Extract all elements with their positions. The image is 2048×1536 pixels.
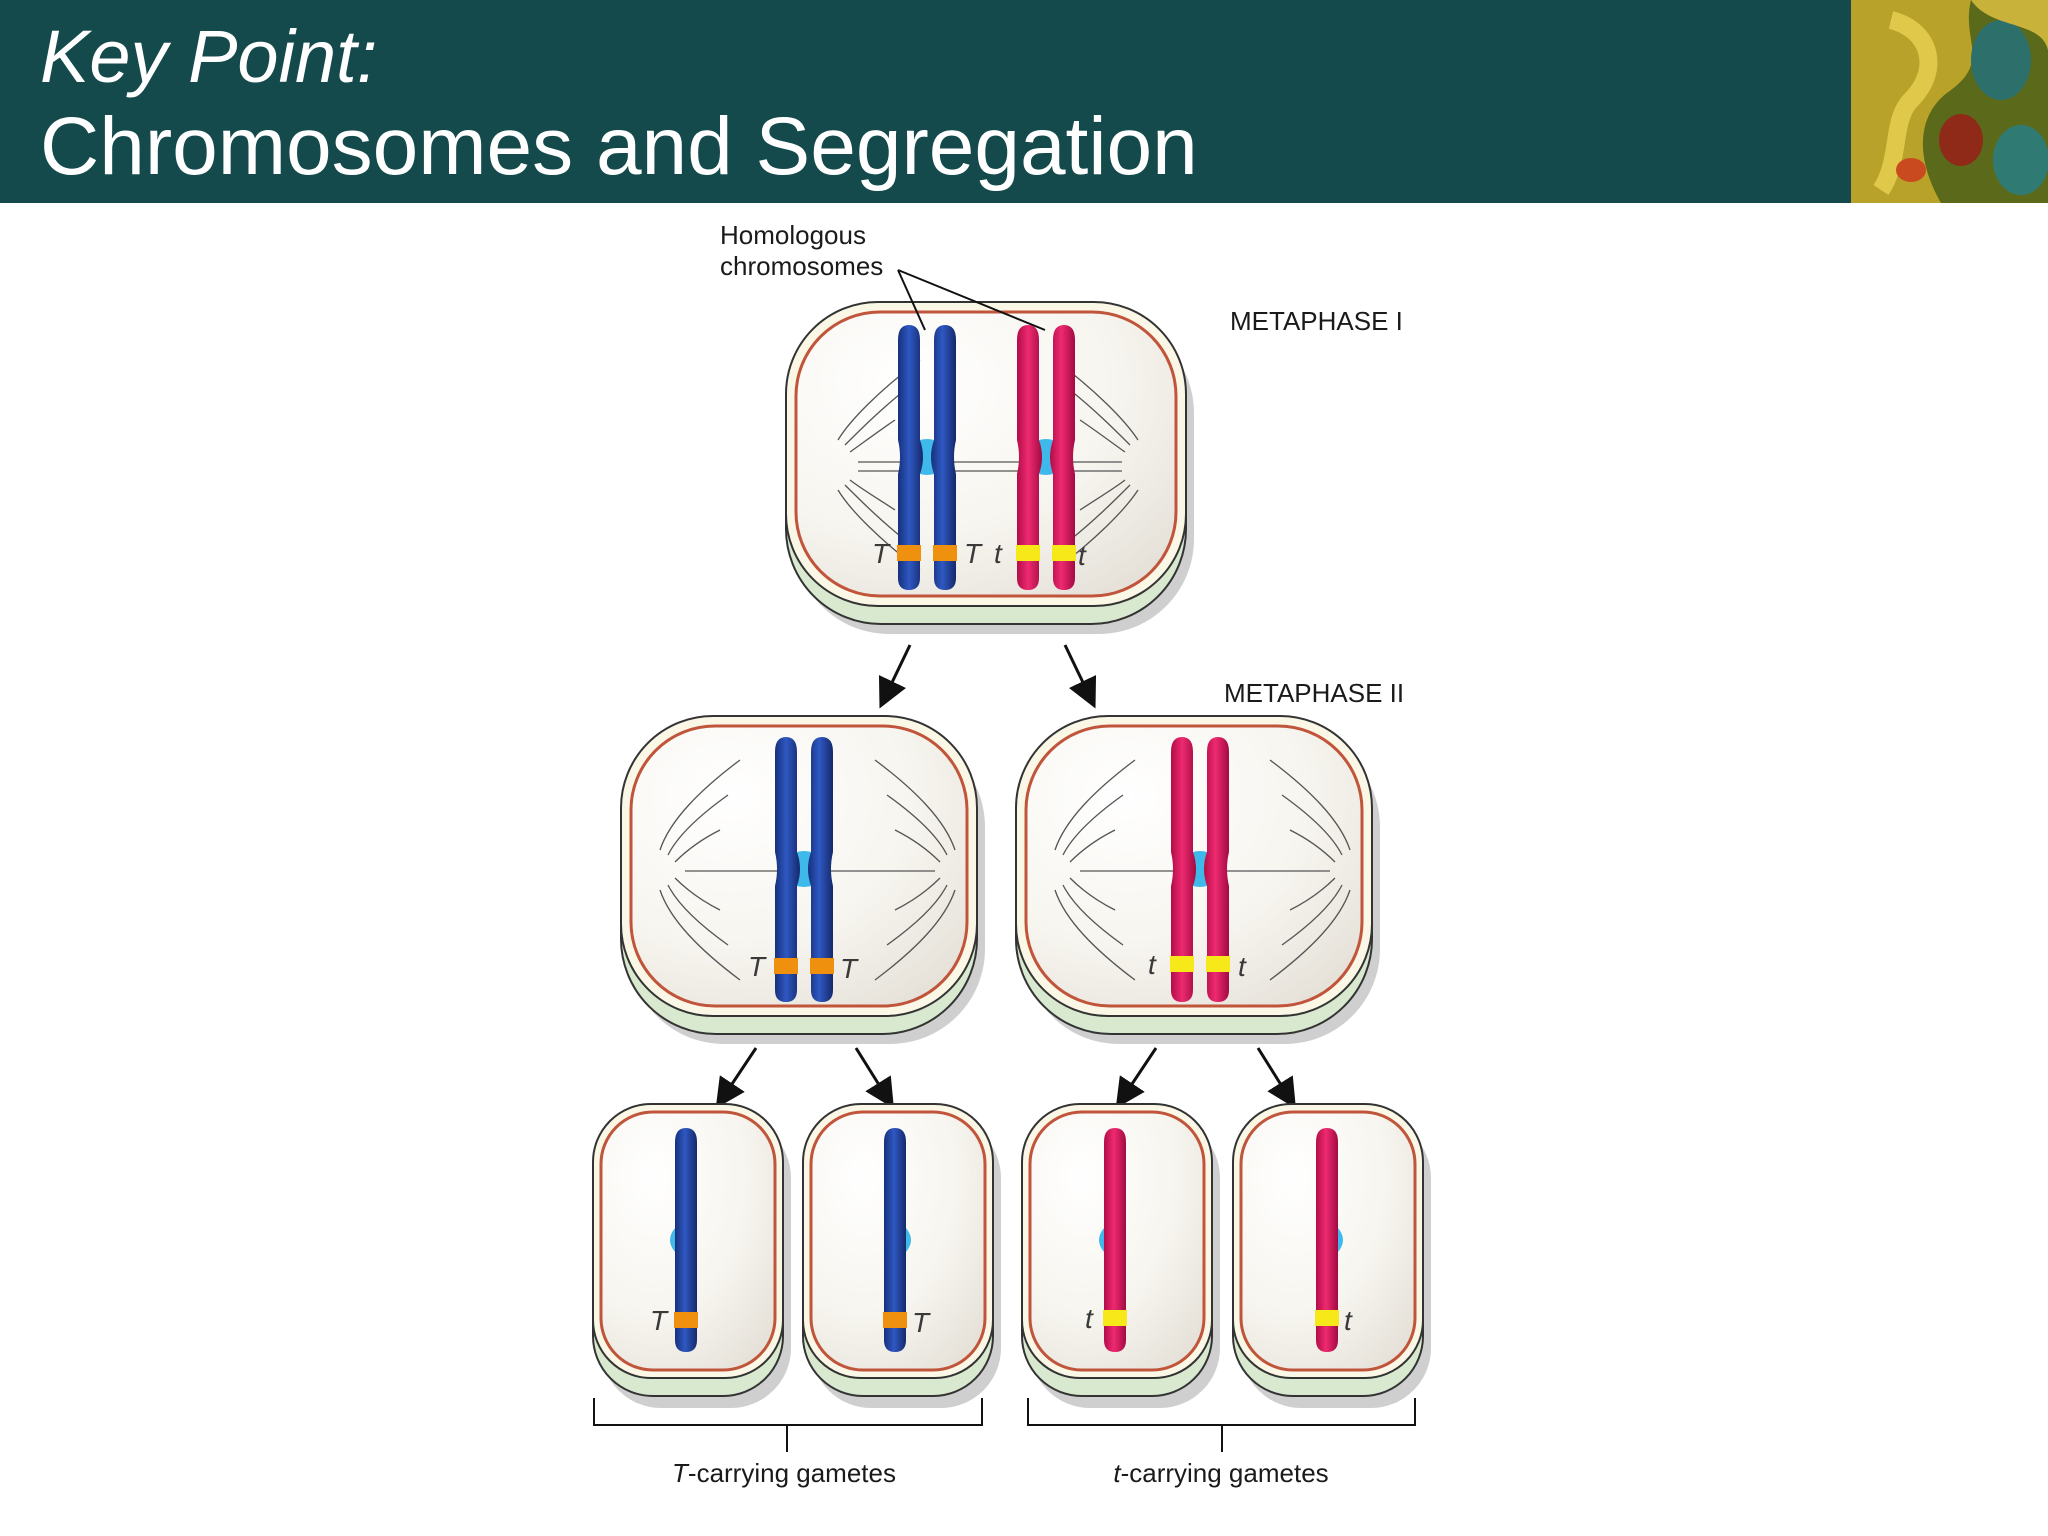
gamete-cell-t-1: t bbox=[1021, 1103, 1220, 1408]
pointer-line bbox=[897, 269, 926, 331]
allele-label: T bbox=[964, 538, 983, 569]
red-chromosome-pair-m1 bbox=[1016, 325, 1076, 590]
gamete-cell-t-2: t bbox=[1232, 1103, 1431, 1408]
allele-band-t bbox=[1052, 545, 1076, 561]
metaphase2-cell-left: T T bbox=[620, 715, 985, 1044]
allele-label: t bbox=[1344, 1305, 1353, 1336]
gamete-cell-T-2: T bbox=[802, 1103, 1001, 1408]
allele-label: T bbox=[748, 951, 767, 982]
header-decorative-photo bbox=[1851, 0, 2048, 203]
gametes-T-label: T-carrying gametes bbox=[672, 1458, 896, 1488]
gametes-t-label: t-carrying gametes bbox=[1113, 1458, 1328, 1488]
arrow-down-right bbox=[1063, 644, 1097, 709]
allele-band-T bbox=[897, 545, 921, 561]
arrow-down-left bbox=[878, 644, 912, 709]
metaphase2-cell-right: t t bbox=[1015, 715, 1380, 1044]
pointer-line bbox=[897, 269, 1046, 331]
metaphase2-label: METAPHASE II bbox=[1224, 678, 1404, 708]
arrow-down-right bbox=[854, 1047, 894, 1109]
gamete-bracket-T bbox=[593, 1398, 983, 1452]
homologous-label-line2: chromosomes bbox=[720, 251, 883, 281]
slide-title-line1: Key Point: bbox=[40, 15, 378, 98]
allele-label: t bbox=[1078, 540, 1087, 571]
blue-chromosome-pair-m1 bbox=[897, 325, 957, 590]
gamete-cell-T-1: T bbox=[592, 1103, 791, 1408]
allele-label: t bbox=[1238, 951, 1247, 982]
metaphase1-label: METAPHASE I bbox=[1230, 306, 1403, 336]
gamete-bracket-t bbox=[1027, 1398, 1416, 1452]
gametes-T-text: -carrying gametes bbox=[688, 1458, 896, 1488]
arrow-down-right bbox=[1256, 1047, 1296, 1109]
gametes-t-text: -carrying gametes bbox=[1121, 1458, 1329, 1488]
slide-title-line2: Chromosomes and Segregation bbox=[40, 101, 1198, 192]
allele-label: T bbox=[840, 953, 859, 984]
allele-band-T bbox=[933, 545, 957, 561]
slide-header: Key Point: Chromosomes and Segregation bbox=[0, 0, 2048, 203]
metaphase1-cell: T T t t bbox=[785, 301, 1194, 634]
allele-label: T bbox=[912, 1307, 931, 1338]
arrow-down-left bbox=[715, 1047, 758, 1109]
gametes-T-allele: T bbox=[672, 1458, 690, 1488]
arrow-down-left bbox=[1115, 1047, 1158, 1109]
allele-band-t bbox=[1016, 545, 1040, 561]
homologous-label-line1: Homologous bbox=[720, 220, 866, 250]
allele-label: t bbox=[1148, 949, 1157, 980]
allele-label: t bbox=[1085, 1303, 1094, 1334]
allele-label: T bbox=[650, 1305, 669, 1336]
allele-label: T bbox=[872, 538, 891, 569]
allele-label: t bbox=[994, 538, 1003, 569]
gametes-t-allele: t bbox=[1113, 1458, 1122, 1488]
